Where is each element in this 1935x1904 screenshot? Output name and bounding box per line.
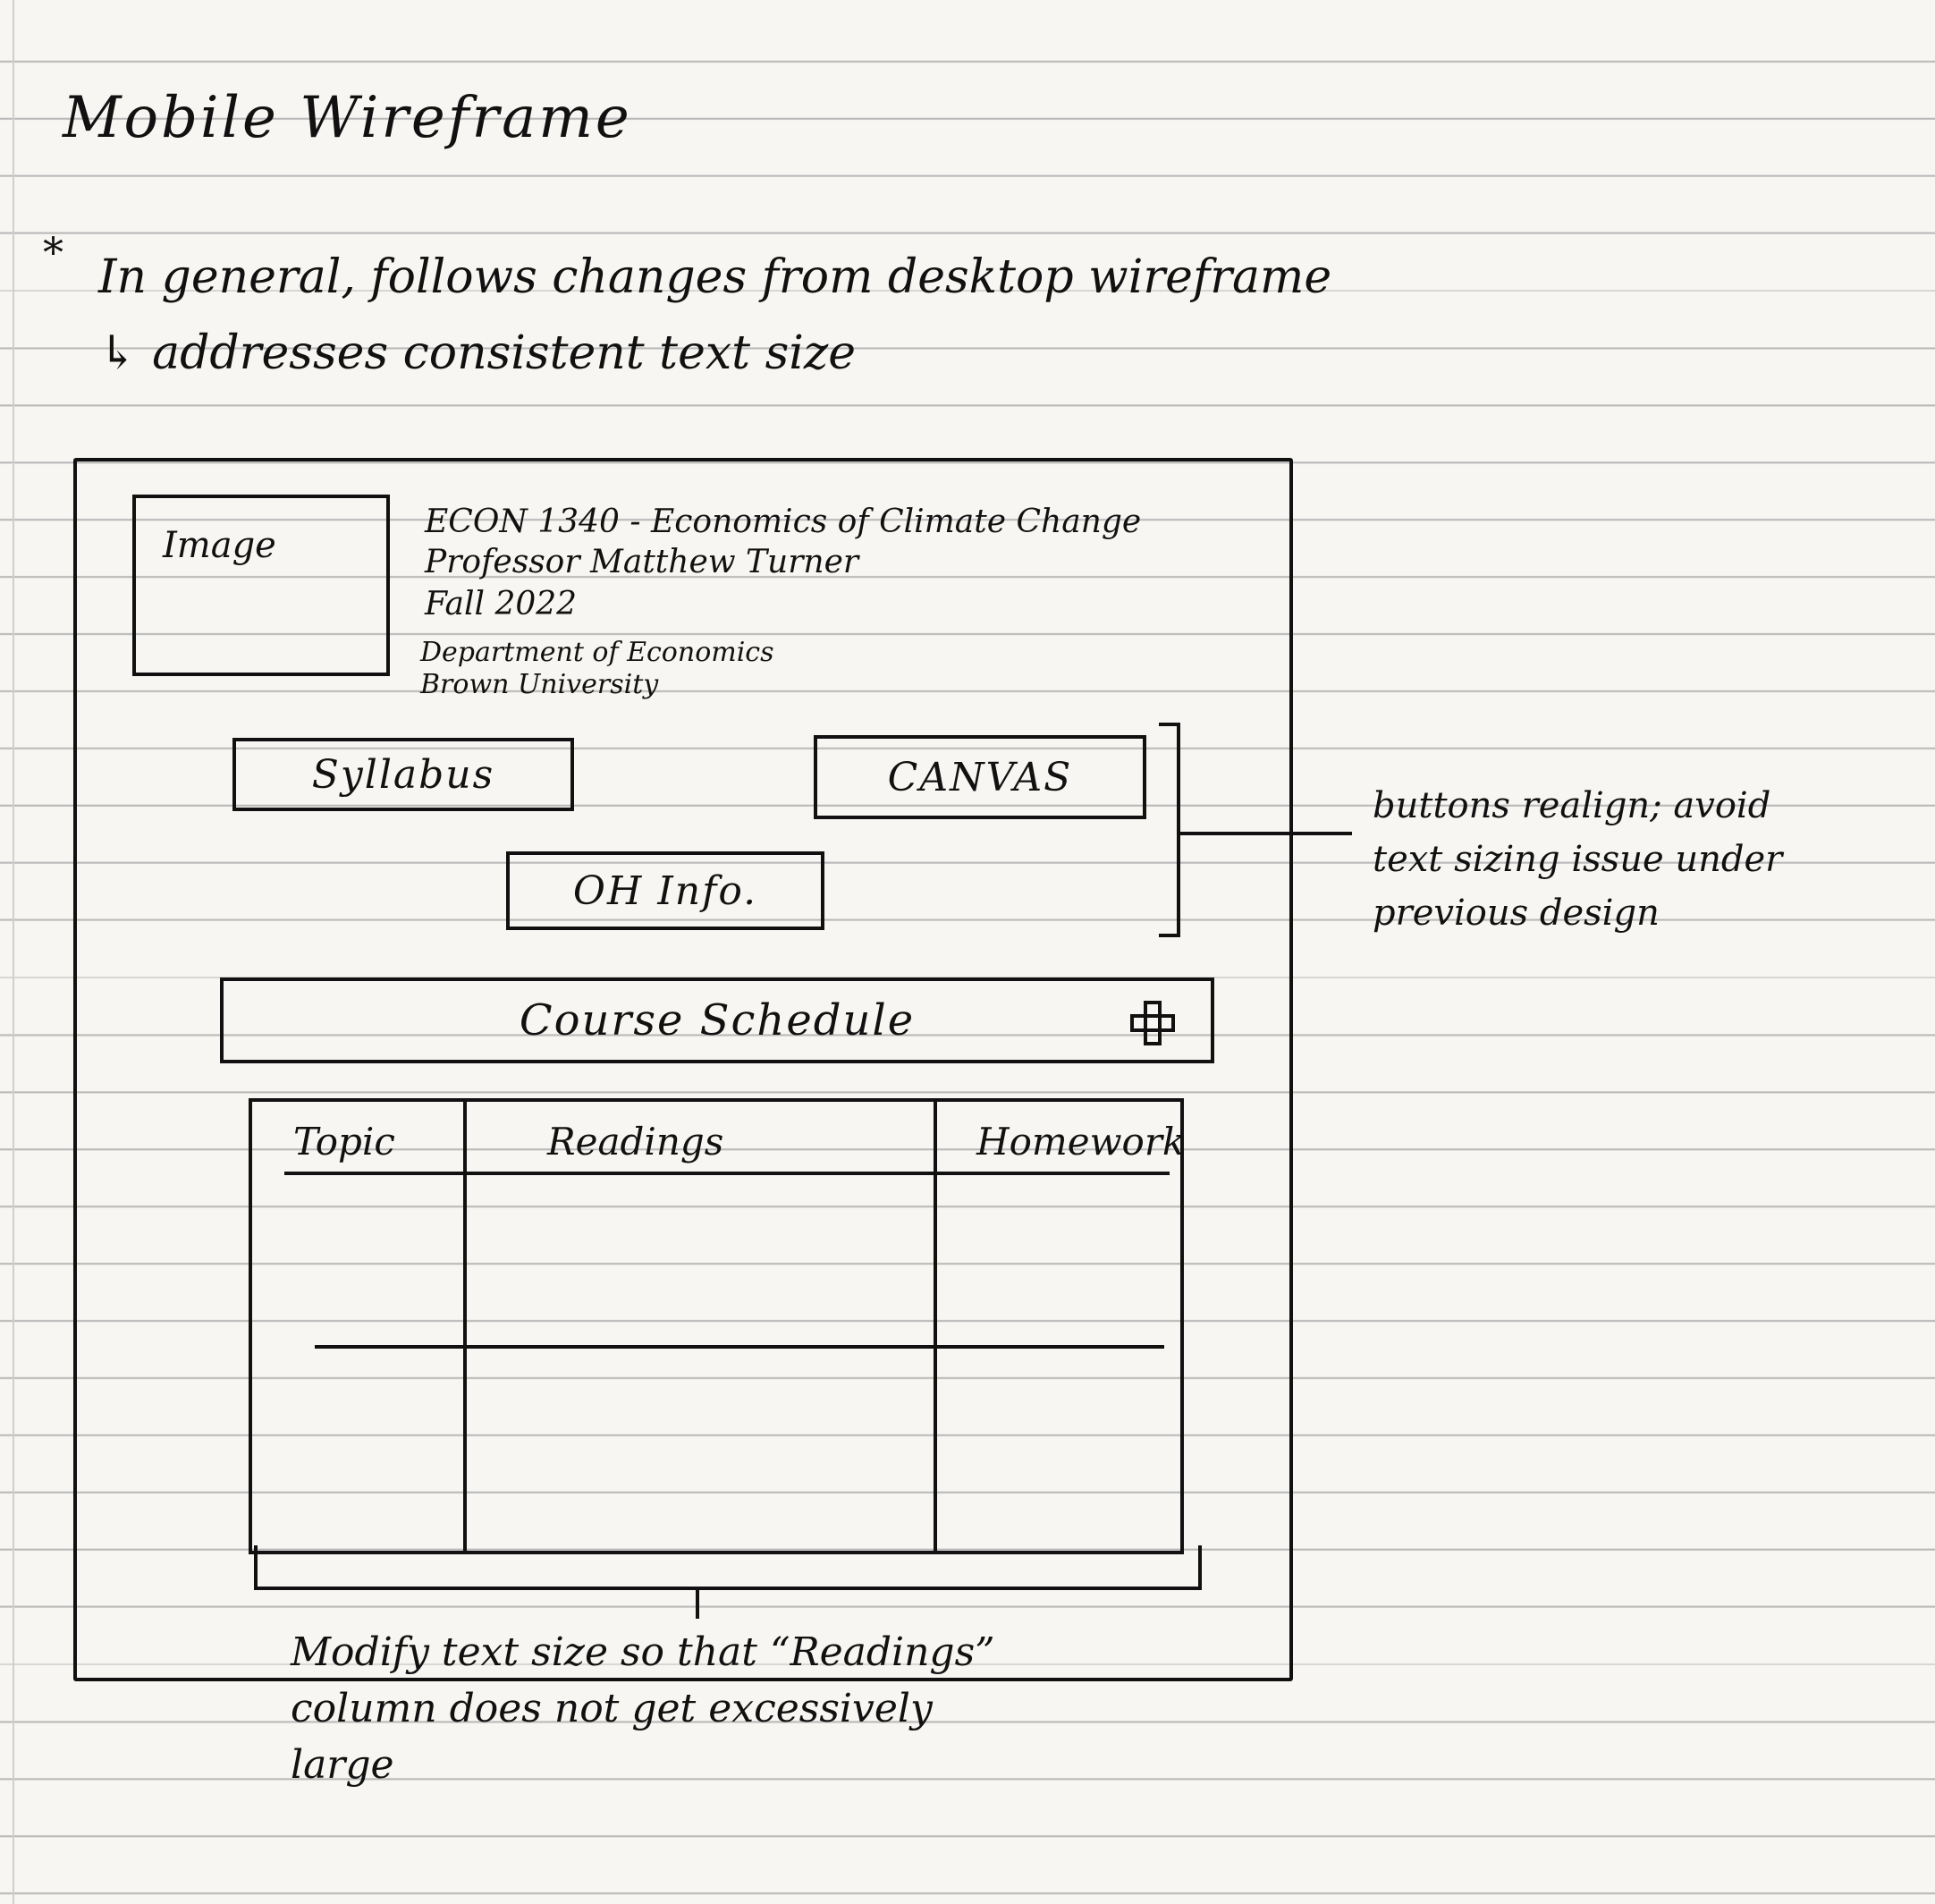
table-note-line-2: column does not get excessively — [291, 1686, 933, 1731]
buttons-note-line-3: previous design — [1373, 893, 1660, 934]
plus-icon[interactable] — [1130, 1001, 1175, 1045]
syllabus-button[interactable]: Syllabus — [232, 738, 574, 811]
schedule-table: Topic Readings Homework — [249, 1098, 1186, 1554]
course-university: Brown University — [420, 669, 659, 700]
annotation-connector — [1180, 832, 1352, 835]
table-header-divider — [284, 1172, 1170, 1175]
table-header-homework: Homework — [976, 1120, 1186, 1164]
course-schedule-toggle[interactable]: Course Schedule — [220, 977, 1214, 1063]
course-term: Fall 2022 — [425, 586, 578, 622]
buttons-bracket — [1159, 723, 1180, 937]
table-column-divider-2 — [934, 1102, 937, 1551]
image-label: Image — [163, 525, 276, 566]
course-professor: Professor Matthew Turner — [425, 544, 859, 580]
table-note-line-3: large — [291, 1742, 394, 1788]
course-schedule-label: Course Schedule — [519, 995, 916, 1045]
asterisk-icon: * — [43, 228, 63, 276]
page-title: Mobile Wireframe — [63, 85, 632, 151]
table-row-divider — [315, 1345, 1164, 1349]
course-department: Department of Economics — [420, 637, 774, 668]
table-note-line-1: Modify text size so that “Readings” — [291, 1629, 995, 1675]
buttons-note-line-2: text sizing issue under — [1373, 839, 1783, 880]
general-note-line-1: In general, follows changes from desktop… — [98, 250, 1332, 304]
table-column-divider-1 — [463, 1102, 467, 1551]
table-header-topic: Topic — [293, 1120, 395, 1164]
notebook-margin-line — [13, 0, 14, 1904]
course-image-placeholder: Image — [132, 495, 390, 676]
oh-info-button[interactable]: OH Info. — [506, 851, 824, 930]
table-bracket — [254, 1545, 1202, 1590]
table-header-readings: Readings — [547, 1120, 724, 1164]
table-bracket-tick — [696, 1587, 699, 1619]
canvas-button[interactable]: CANVAS — [814, 735, 1146, 819]
course-title: ECON 1340 - Economics of Climate Change — [425, 504, 1142, 540]
mobile-frame — [73, 458, 1293, 1681]
general-note-line-2: ↳ addresses consistent text size — [98, 326, 857, 380]
buttons-note-line-1: buttons realign; avoid — [1373, 785, 1771, 826]
